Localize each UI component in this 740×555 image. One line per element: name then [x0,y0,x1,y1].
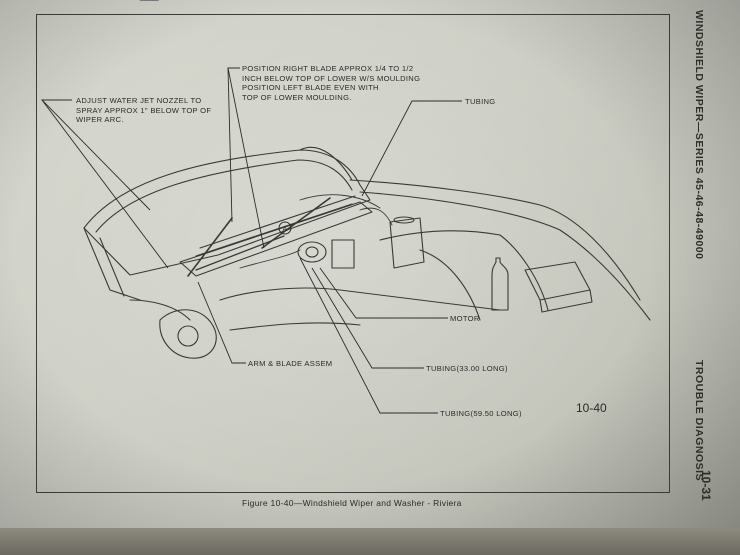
leader-tubing-59 [299,257,438,414]
side-heading: TROUBLE DIAGNOSIS [693,360,705,482]
callout-water-jet: ADJUST WATER JET NOZZEL TO SPRAY APPROX … [76,96,212,124]
figure-number: 10-40 [576,401,607,415]
leader-blade-position [227,67,240,223]
leader-tubing [361,100,462,197]
page-top-smudge: ▔▔▔ [140,0,159,9]
windshield-outline [83,149,371,276]
coolant-bottle [491,257,509,311]
wiper-motor [297,239,355,269]
figure-caption: Figure 10-40—Windshield Wiper and Washer… [242,498,462,508]
washer-reservoir [389,216,425,269]
figure-frame [36,14,670,493]
leader-arm-blade [197,281,246,364]
leader-tubing-33 [311,267,424,369]
section-title: WINDSHIELD WIPER—SERIES 45-46-48-49000 [693,10,705,260]
wiper-arm-left [187,217,233,277]
leader-motor [319,267,448,319]
callout-arm-blade: ARM & BLADE ASSEM [248,359,333,368]
page-number: 10-31 [699,470,713,501]
battery [524,261,591,301]
callout-blade-position: POSITION RIGHT BLADE APPROX 1/4 TO 1/2 I… [242,64,421,102]
marker-a-label: A [283,226,288,233]
callout-tubing-33: TUBING(33.00 LONG) [426,364,508,373]
marker-a [278,221,292,235]
side-heading-band [682,0,730,528]
callout-tubing-59: TUBING(59.50 LONG) [440,409,522,418]
callout-tubing: TUBING [465,97,496,106]
hood-edge [349,179,641,301]
underlying-sheet [0,528,740,555]
wheel-well [159,309,217,359]
washer-tubing [359,207,393,226]
callout-motor: MOTOR [450,314,480,323]
